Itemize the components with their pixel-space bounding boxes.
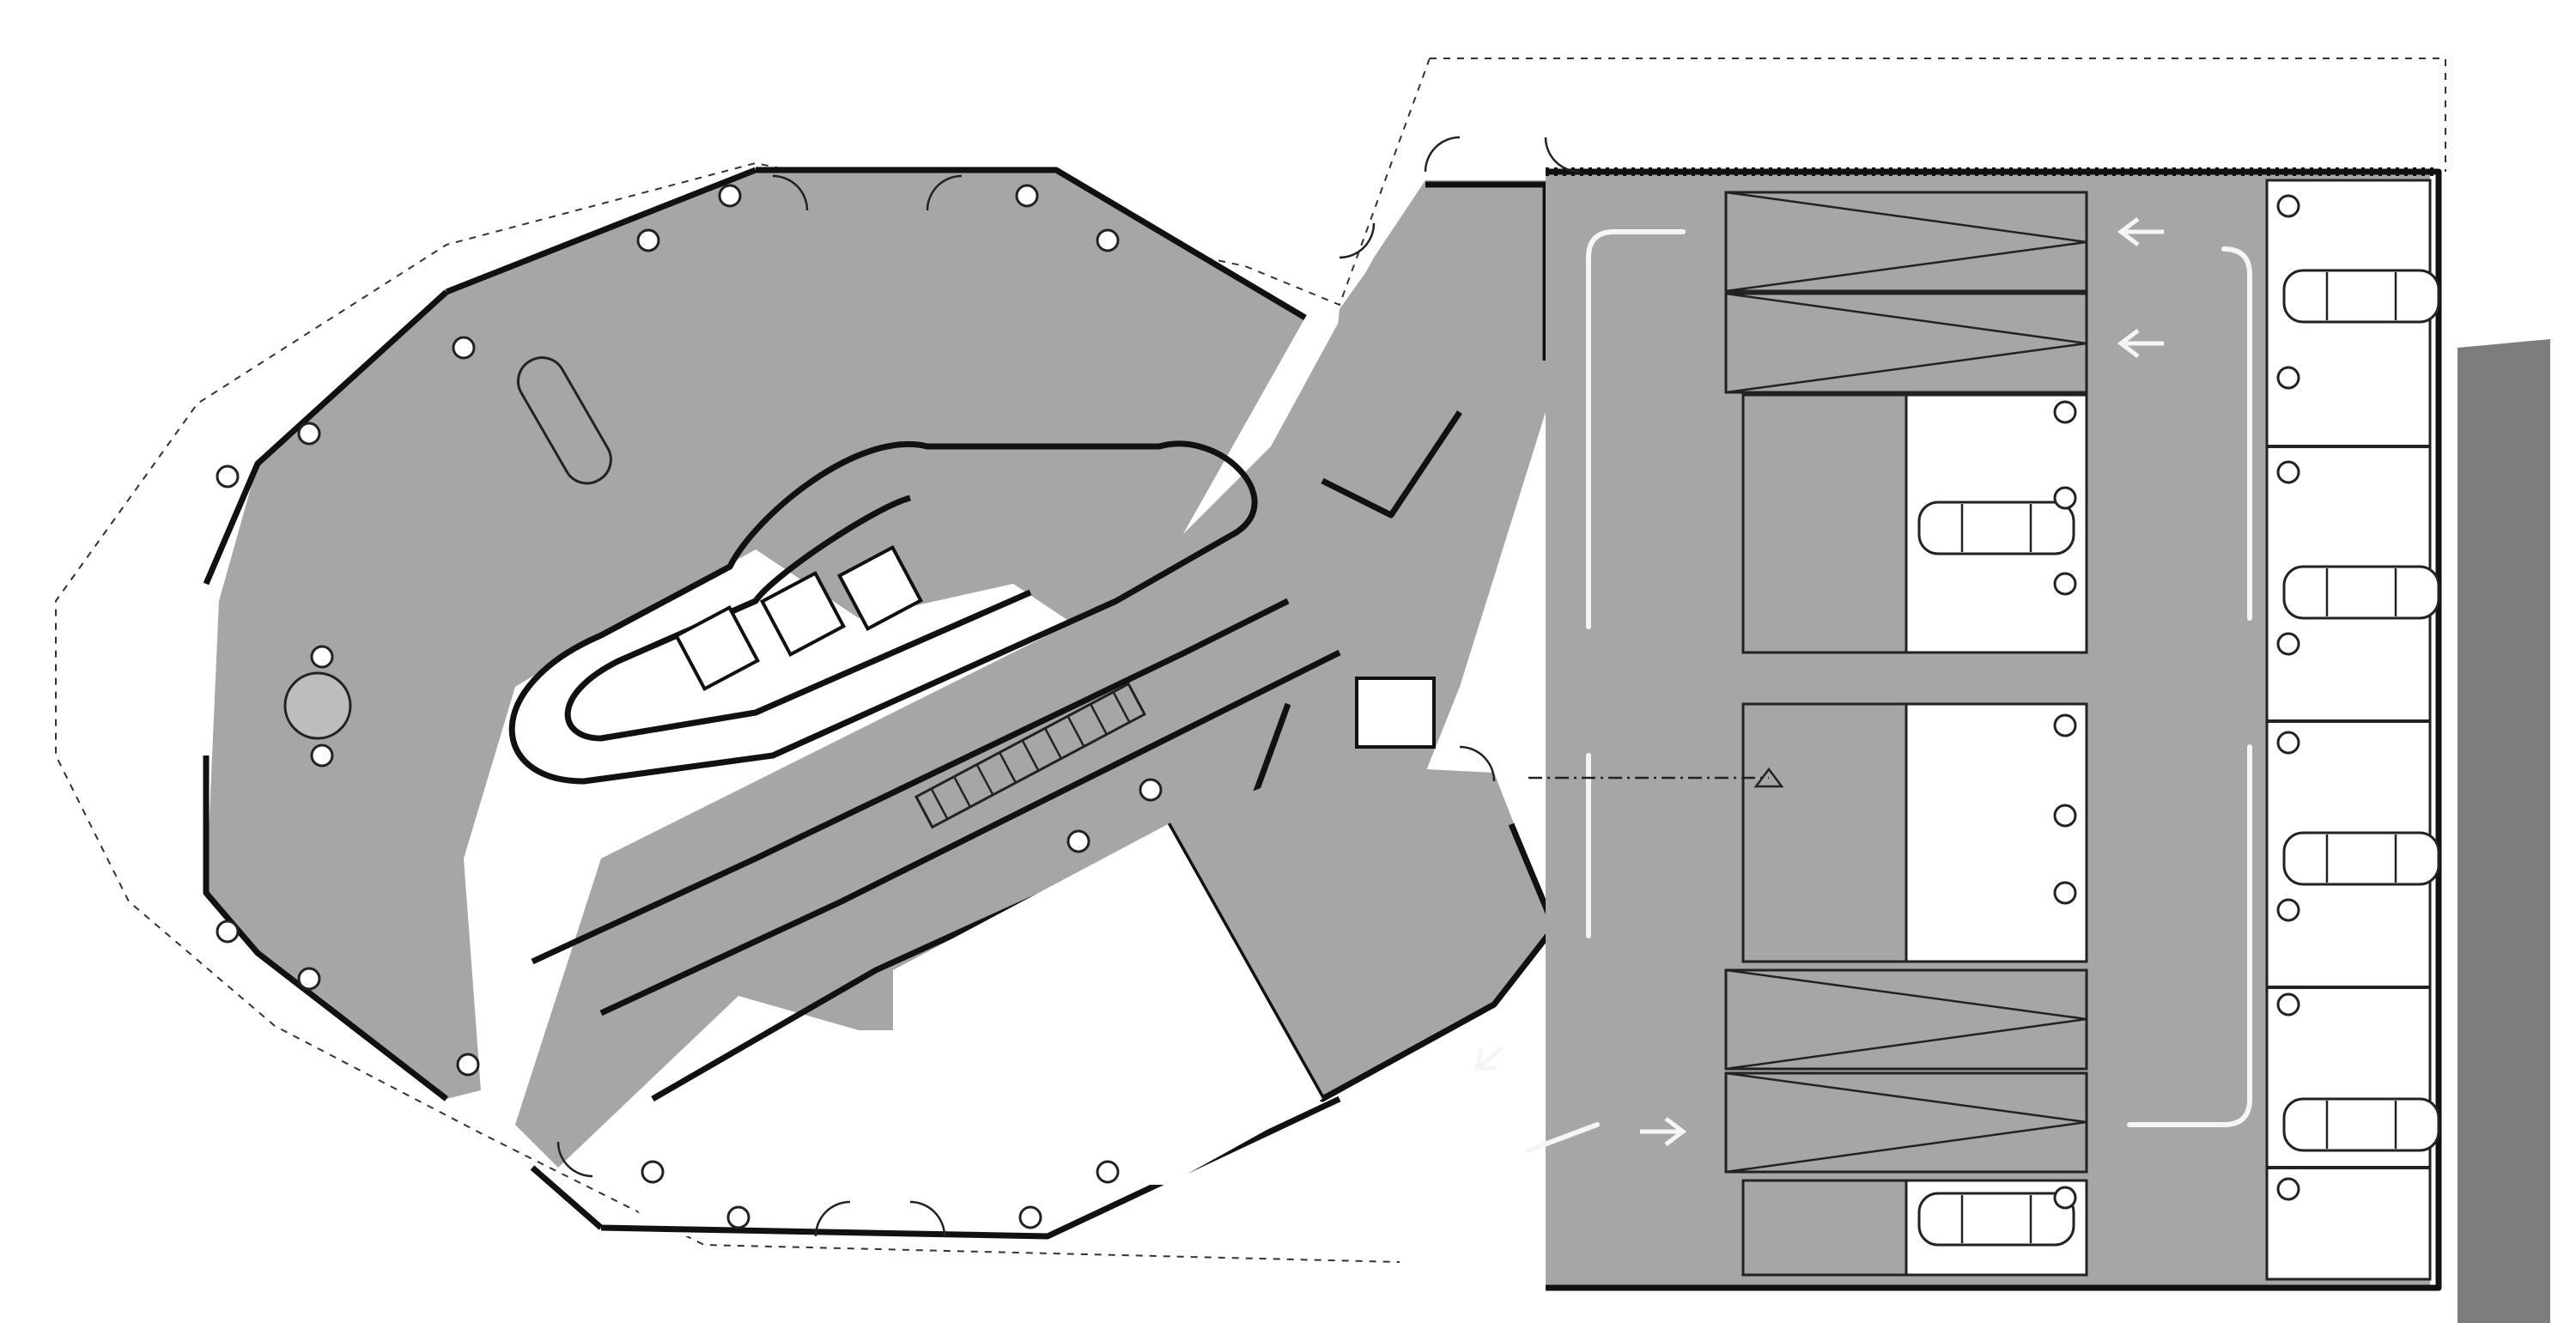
elevator-icon — [673, 604, 761, 692]
bay-gray-2 — [1741, 702, 1908, 963]
axis-marker — [1753, 767, 1784, 788]
ramp-line — [1586, 229, 1686, 629]
hatch-top-b — [1725, 292, 2087, 394]
car-icon — [1917, 1192, 2075, 1247]
hatch-top-a — [1725, 191, 2087, 293]
bay-gray-1 — [1741, 393, 1908, 654]
bay-block-bot-a — [1724, 968, 2088, 1071]
site-boundary — [55, 58, 2446, 1263]
lower-white-room — [893, 824, 1322, 1185]
door-swing-icon — [556, 136, 1581, 1237]
stair-icon — [914, 682, 1147, 829]
column-icon — [283, 671, 352, 740]
car-icon — [2282, 831, 2440, 886]
column-icon — [216, 184, 2300, 1229]
core-wall-b — [599, 649, 1341, 1017]
bay-block-top-b — [1724, 292, 2088, 394]
hatch-bot-b — [1725, 1071, 2087, 1174]
car-icon — [2282, 1097, 2440, 1152]
escalator-icon — [516, 356, 612, 485]
upper-office — [1322, 189, 1546, 515]
ramp-inner — [564, 495, 1032, 742]
ramp-loop — [508, 440, 1258, 785]
elevator-icon — [836, 544, 924, 632]
elevator-icon — [1355, 677, 1436, 749]
bay-right-col — [2265, 179, 2432, 1281]
ramp-line — [2221, 246, 2252, 621]
core-wall-a — [531, 598, 1290, 965]
bay-white-2 — [1905, 702, 2088, 963]
car-icon — [2282, 269, 2440, 324]
site-shadow — [2458, 339, 2550, 1323]
car-icon — [1917, 501, 2075, 555]
bottom-wing-wall — [530, 1095, 1341, 1240]
left-wing-floor — [206, 170, 1305, 1099]
lower-office — [1168, 764, 1554, 1099]
bay-gray-3 — [1741, 1179, 1908, 1277]
car-icon — [2282, 565, 2440, 620]
bay-block-bot-b — [1724, 1071, 2088, 1174]
ramp-line — [2127, 744, 2252, 1127]
bay-block-top-a — [1724, 191, 2088, 293]
left-wing-wall — [203, 167, 1307, 1101]
elevator-icon — [759, 570, 847, 658]
ramp-line — [1526, 1122, 1600, 1153]
direction-arrow-icon — [1473, 217, 2164, 1146]
hatch-bot-a — [1725, 968, 2087, 1071]
